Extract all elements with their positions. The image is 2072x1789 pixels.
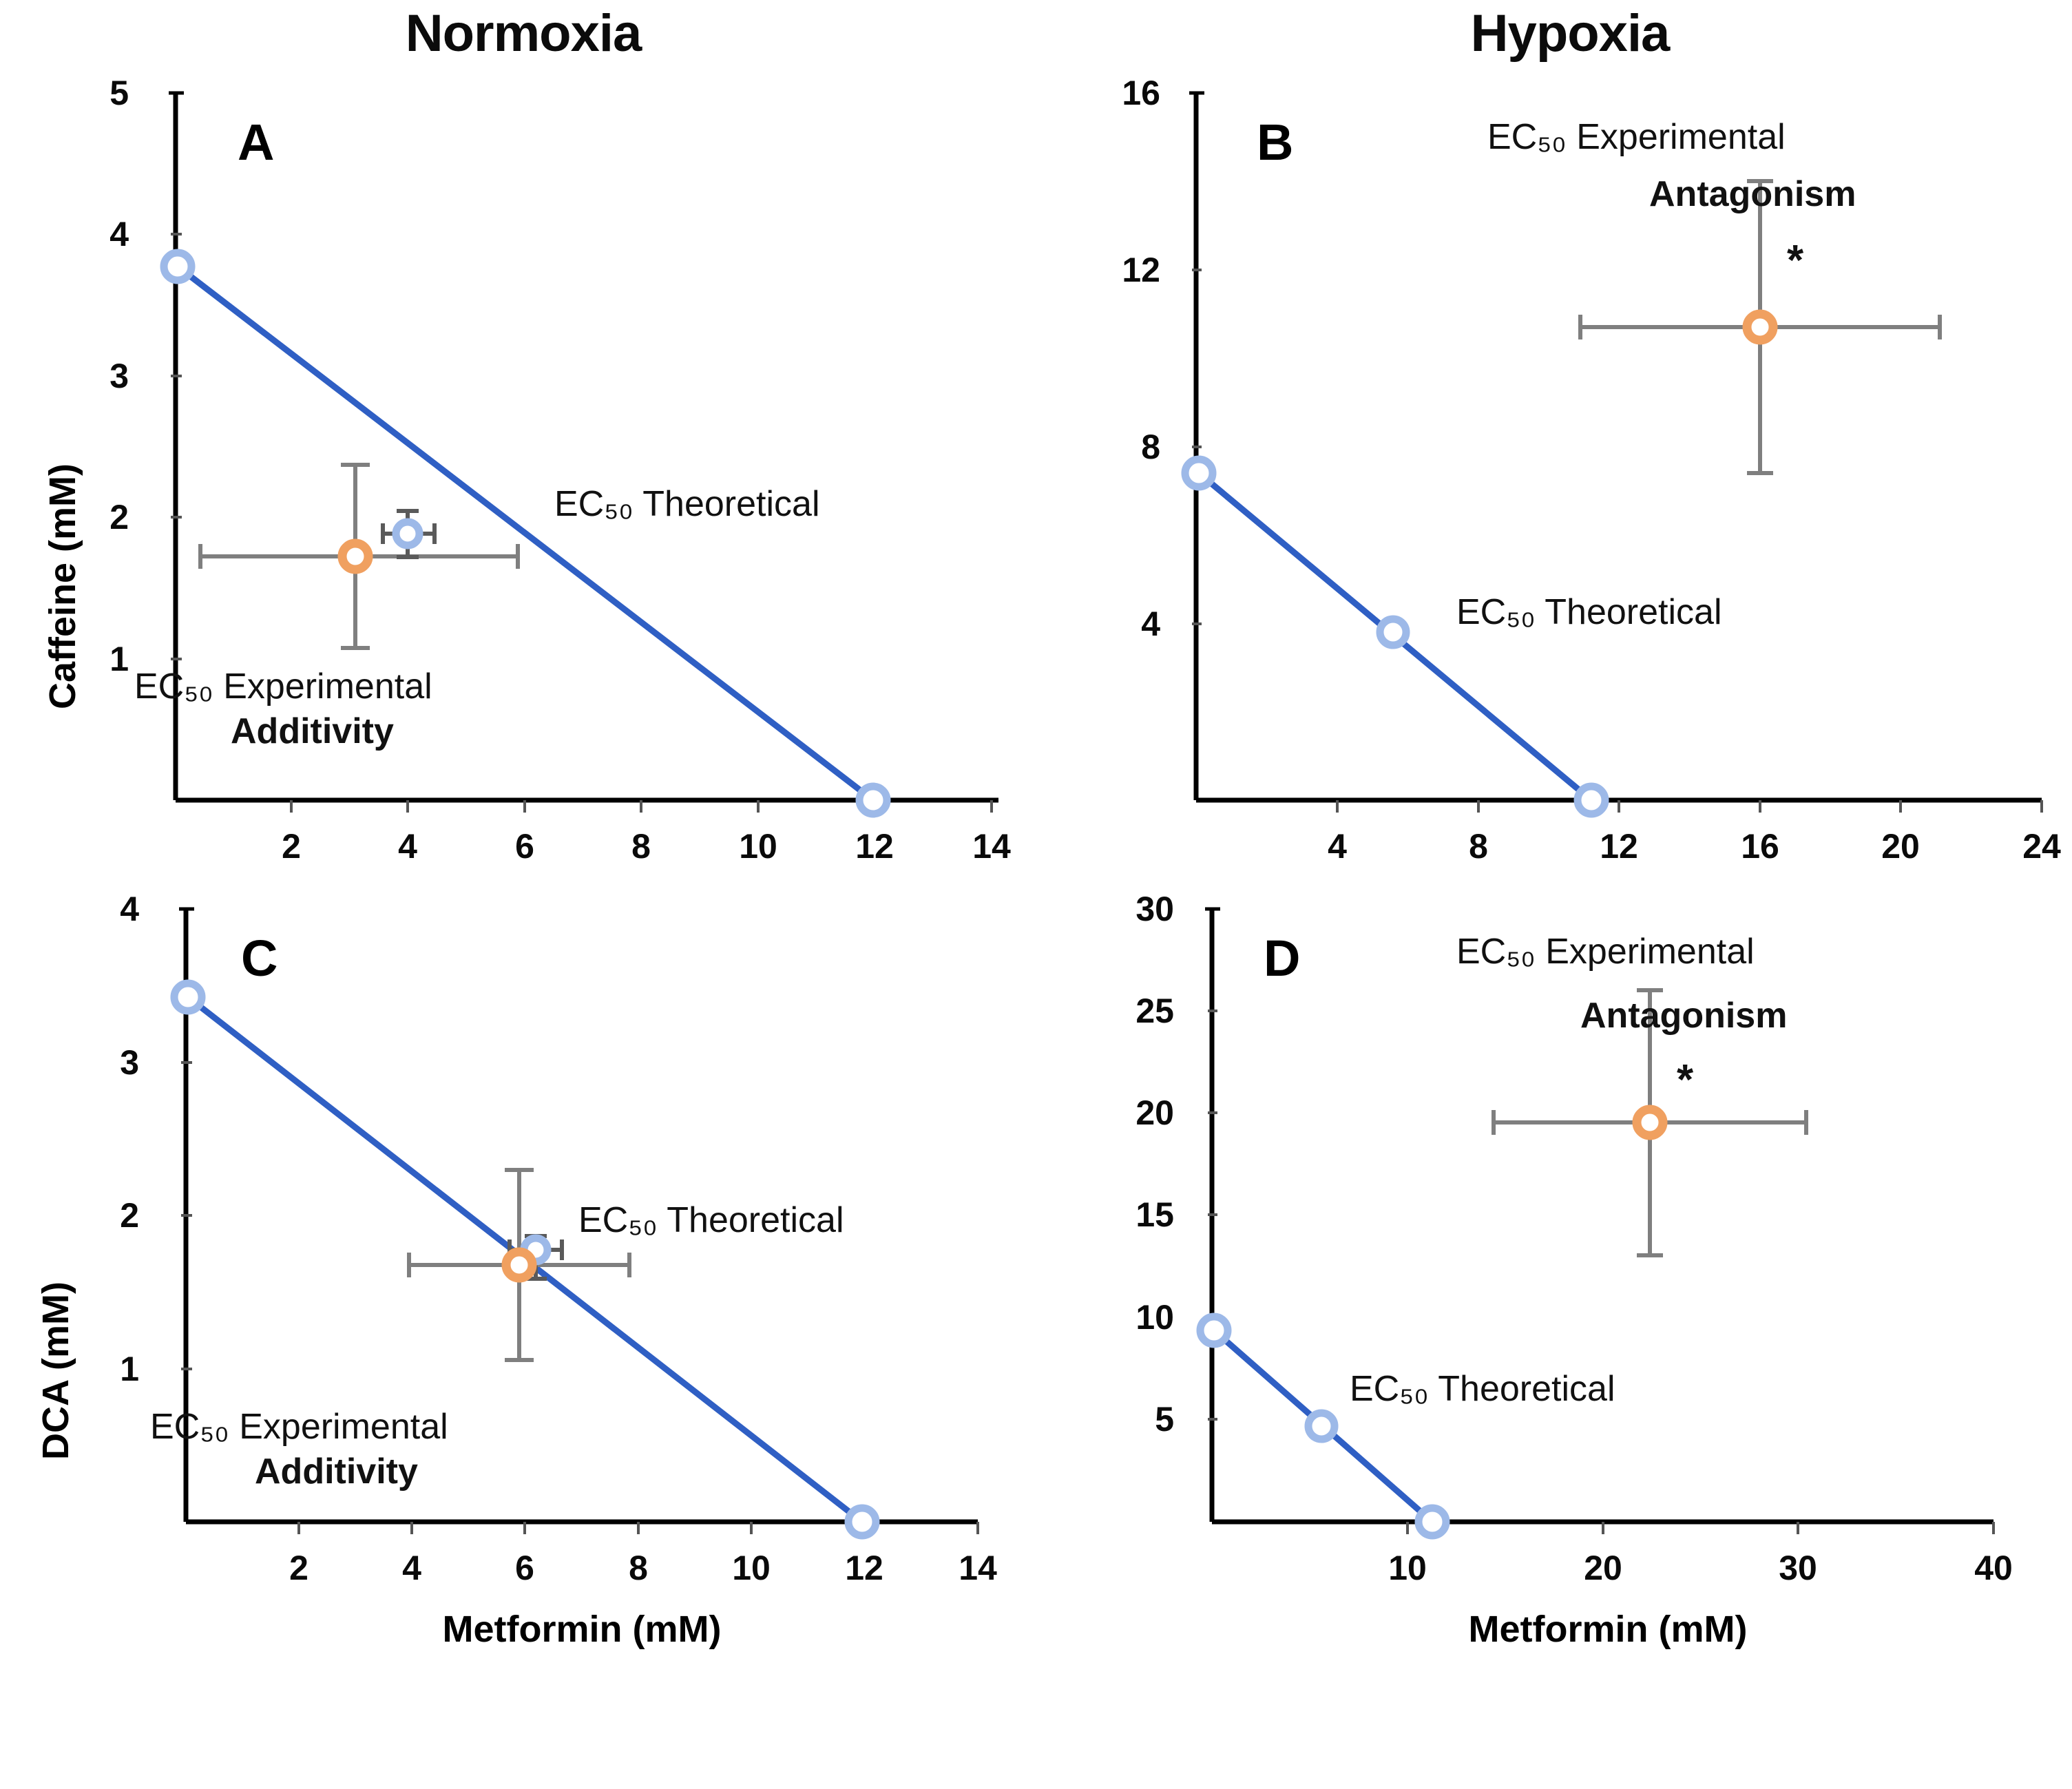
panel-a-x-tick-10: 10	[739, 827, 777, 866]
panel-c-x-axis-title: Metformin (mM)	[442, 1609, 722, 1650]
panel-b-plot	[1181, 91, 2043, 818]
panel-d-theoretical-point	[1304, 1409, 1339, 1443]
panel-c-theoretical-endpoint-x	[844, 1504, 880, 1540]
panel-a-markers	[160, 249, 891, 818]
panel-a-y-tick-3: 3	[109, 357, 129, 395]
panel-d-y-tick-10: 10	[1136, 1298, 1174, 1337]
panel-a-x-tick-12: 12	[855, 827, 894, 866]
panel-a-plot	[160, 91, 998, 818]
panel-c: DCA (mM) C	[0, 890, 1033, 1728]
panel-d-x-axis-title: Metformin (mM)	[1468, 1609, 1748, 1650]
panel-a-x-tick-4: 4	[398, 827, 417, 866]
panel-c-y-tick-3: 3	[120, 1043, 139, 1082]
panel-d: D	[1036, 890, 2072, 1728]
panel-d-y-tick-30: 30	[1136, 890, 1174, 928]
panel-d-markers	[1196, 1105, 1668, 1540]
panel-c-x-tick-14: 14	[959, 1549, 997, 1587]
panel-c-x-tick-12: 12	[845, 1549, 883, 1587]
panel-b-theoretical-endpoint-x	[1573, 782, 1609, 818]
panel-b-y-tick-4: 4	[1141, 605, 1160, 643]
panel-d-theoretical-endpoint-x	[1414, 1504, 1450, 1540]
panel-b-x-tick-16: 16	[1741, 827, 1779, 866]
panel-a-theoretical-endpoint-x	[855, 782, 891, 818]
panel-c-y-tick-4: 4	[120, 890, 139, 928]
panel-b-x-tick-12: 12	[1600, 827, 1638, 866]
panel-d-y-tick-5: 5	[1155, 1400, 1174, 1438]
panel-d-y-tick-25: 25	[1136, 992, 1174, 1030]
panel-c-annot-outcome: Additivity	[255, 1452, 418, 1492]
panel-b-y-tick-12: 12	[1122, 251, 1160, 289]
panel-a-annot-experimental: EC₅₀ Experimental	[134, 667, 432, 707]
panel-c-x-tick-2: 2	[289, 1549, 308, 1587]
panel-d-x-tick-40: 40	[1974, 1549, 2013, 1587]
panel-b-x-tick-4: 4	[1328, 827, 1347, 866]
panel-a-theoretical-point	[392, 518, 423, 550]
panel-d-x-tick-30: 30	[1779, 1549, 1817, 1587]
panel-d-plot	[1196, 907, 1995, 1540]
panel-c-y-tick-1: 1	[120, 1350, 139, 1388]
panel-b-markers	[1181, 309, 1778, 818]
panel-c-x-tick-8: 8	[629, 1549, 648, 1587]
panel-c-annot-theoretical: EC₅₀ Theoretical	[578, 1200, 844, 1240]
panel-c-x-tick-4: 4	[402, 1549, 421, 1587]
panel-a-letter: A	[238, 114, 275, 171]
panel-a-theoretical-endpoint-y	[160, 249, 196, 284]
panel-d-experimental-point	[1632, 1105, 1668, 1140]
panel-a-y-tick-4: 4	[109, 215, 129, 253]
panel-d-theoretical-endpoint-y	[1196, 1312, 1232, 1348]
panel-c-theoretical-endpoint-y	[170, 979, 206, 1015]
panel-d-annot-experimental: EC₅₀ Experimental	[1456, 932, 1755, 972]
panel-a: Caffeine (mM) A	[0, 74, 1033, 902]
panel-d-axes	[1205, 907, 1995, 1534]
panel-a-x-tick-14: 14	[972, 827, 1011, 866]
panel-a-experimental-point	[337, 538, 373, 574]
panel-a-y-tick-5: 5	[109, 74, 129, 112]
panel-b-annot-outcome: Antagonism	[1649, 174, 1856, 214]
panel-c-y-tick-2: 2	[120, 1196, 139, 1235]
panel-d-y-tick-20: 20	[1136, 1094, 1174, 1132]
panel-d-letter: D	[1264, 930, 1301, 987]
panel-a-annot-theoretical: EC₅₀ Theoretical	[554, 484, 820, 524]
panel-c-markers	[170, 979, 880, 1540]
panel-a-y-tick-1: 1	[109, 640, 129, 678]
panel-a-x-tick-6: 6	[515, 827, 534, 866]
panel-b-x-tick-24: 24	[2022, 827, 2061, 866]
panel-a-x-tick-2: 2	[282, 827, 301, 866]
panel-b-y-tick-16: 16	[1122, 74, 1160, 112]
panel-c-experimental-point	[501, 1247, 537, 1283]
panel-d-x-tick-20: 20	[1584, 1549, 1622, 1587]
panel-d-y-tick-15: 15	[1136, 1195, 1174, 1234]
panel-d-annot-theoretical: EC₅₀ Theoretical	[1350, 1369, 1615, 1409]
panel-b: B	[1036, 74, 2072, 902]
panel-b-significance-marker: *	[1787, 237, 1804, 284]
panel-d-annot-outcome: Antagonism	[1580, 996, 1788, 1036]
panel-c-x-tick-10: 10	[732, 1549, 771, 1587]
column-title-normoxia: Normoxia	[405, 4, 642, 63]
panel-b-theoretical-point	[1376, 615, 1410, 649]
panel-a-annot-outcome: Additivity	[231, 711, 394, 751]
panel-d-significance-marker: *	[1677, 1056, 1694, 1104]
panel-b-y-tick-8: 8	[1141, 428, 1160, 466]
panel-b-annot-theoretical: EC₅₀ Theoretical	[1456, 592, 1722, 632]
panel-c-annot-experimental: EC₅₀ Experimental	[150, 1407, 448, 1447]
panel-b-annot-experimental: EC₅₀ Experimental	[1487, 117, 1786, 157]
panel-b-letter: B	[1257, 114, 1294, 171]
panel-b-x-tick-8: 8	[1469, 827, 1488, 866]
panel-b-x-tick-20: 20	[1881, 827, 1920, 866]
panel-b-axes	[1189, 91, 2043, 813]
panel-a-theoretical-line	[176, 264, 875, 803]
panel-a-x-tick-8: 8	[631, 827, 651, 866]
panel-c-plot	[170, 907, 979, 1540]
panel-a-y-tick-2: 2	[109, 498, 129, 536]
panel-b-theoretical-endpoint-y	[1181, 455, 1217, 491]
column-title-hypoxia: Hypoxia	[1470, 4, 1671, 63]
panel-b-experimental-point	[1742, 309, 1778, 345]
panel-c-x-tick-6: 6	[515, 1549, 534, 1587]
panel-c-letter: C	[241, 930, 278, 987]
panel-d-x-tick-10: 10	[1388, 1549, 1427, 1587]
